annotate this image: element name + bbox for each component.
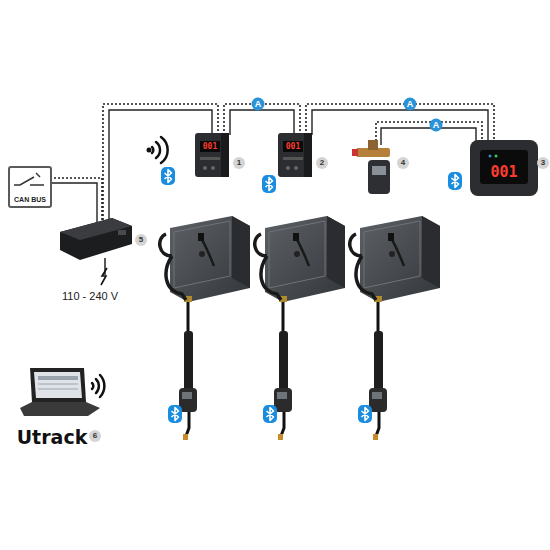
can-bus-box: CAN BUS: [8, 166, 52, 208]
switch-symbol: [14, 173, 44, 185]
software-name: Utrack: [17, 428, 88, 447]
callout-number: 1: [233, 157, 245, 169]
callout-number: 3: [537, 157, 549, 169]
callout-number: 5: [135, 234, 147, 246]
voltage-label: 110 - 240 V: [62, 291, 118, 302]
wifi-symbol: [92, 375, 104, 397]
laptop: [20, 368, 100, 416]
box-label: CAN BUS: [10, 196, 50, 203]
display-digits: 001: [490, 165, 517, 180]
cable-wires-dotted: [50, 104, 494, 224]
gateway-box: [60, 218, 132, 285]
callout-number: 6: [89, 430, 101, 442]
wifi-symbol: [152, 137, 168, 163]
display-digits: 001: [286, 143, 300, 151]
callout-number: 2: [316, 157, 328, 169]
valve-meter: [352, 140, 390, 194]
cable-wires: [50, 110, 488, 224]
callout-number: 4: [397, 157, 409, 169]
large-display: [470, 140, 538, 196]
cable-letter: A: [404, 98, 417, 111]
display-digits: 001: [203, 143, 217, 151]
cable-letter: A: [430, 119, 443, 132]
cable-letter: A: [252, 98, 265, 111]
